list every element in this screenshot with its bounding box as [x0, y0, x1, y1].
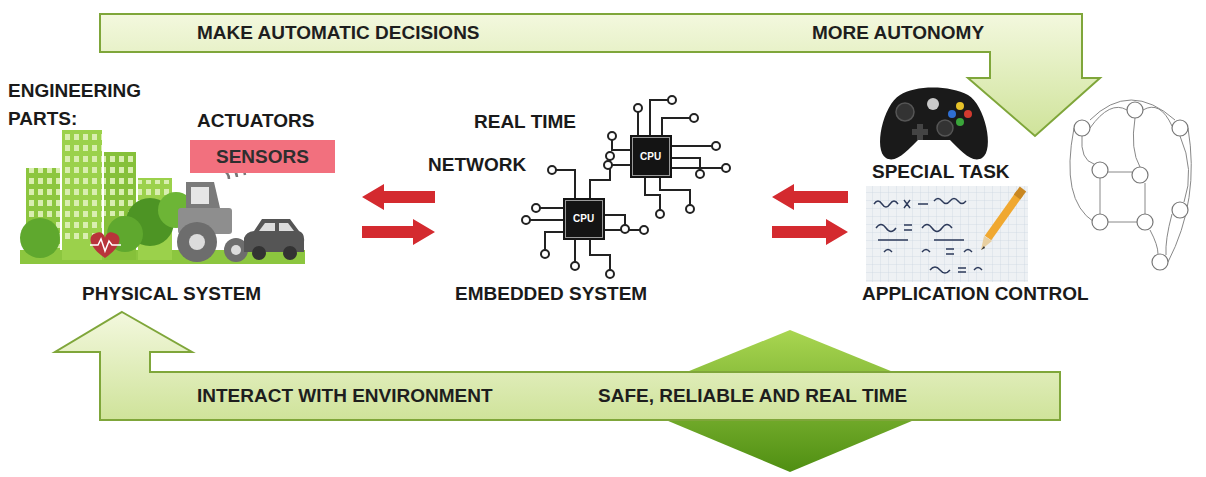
chip-text: CPU	[573, 213, 594, 225]
feature-label: NETWORK	[428, 154, 526, 176]
block-title: EMBEDDED SYSTEM	[455, 283, 647, 305]
chip-text: CPU	[640, 151, 661, 163]
feature-label: REAL TIME	[474, 111, 576, 133]
sensor-tag: SENSORS	[190, 140, 335, 173]
band-text: MAKE AUTOMATIC DECISIONS	[197, 22, 480, 44]
cpu-chip: CPU	[630, 135, 672, 178]
band-text: INTERACT WITH ENVIRONMENT	[197, 385, 493, 407]
feature-label: SPECIAL TASK	[872, 161, 1010, 183]
band-text: SAFE, RELIABLE AND REAL TIME	[598, 385, 907, 407]
band-text: MORE AUTONOMY	[812, 22, 984, 44]
sensor-text: SENSORS	[216, 146, 309, 168]
part-label: ACTUATORS	[197, 110, 315, 132]
section-heading: ENGINEERING PARTS:	[8, 77, 173, 133]
block-title: PHYSICAL SYSTEM	[82, 283, 261, 305]
block-title: APPLICATION CONTROL	[862, 283, 1089, 305]
cpu-chip: CPU	[563, 198, 605, 240]
arrow-band: INTERACT WITH ENVIRONMENT SAFE, RELIABLE …	[50, 308, 1065, 424]
band-outline	[50, 308, 1065, 424]
